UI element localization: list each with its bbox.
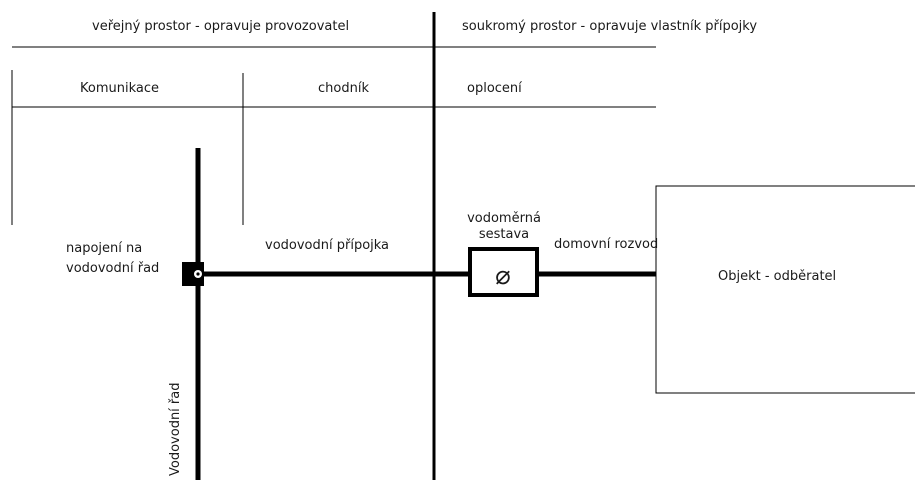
- connection-label-line1: napojení na: [66, 241, 142, 256]
- building-label: Objekt - odběratel: [718, 269, 836, 284]
- water-meter-symbol: ⌀: [495, 261, 511, 291]
- meter-label-line2: sestava: [479, 227, 529, 242]
- building-outline: [655, 185, 915, 394]
- house-distribution-label: domovní rozvod: [554, 237, 658, 252]
- service-pipe-label: vodovodní přípojka: [265, 238, 389, 253]
- connection-fitting-dot: [196, 272, 200, 276]
- road-column-label: Komunikace: [80, 81, 159, 96]
- private-zone-label: soukromý prostor - opravuje vlastník pří…: [462, 19, 757, 34]
- sidewalk-column-label: chodník: [318, 81, 369, 96]
- connection-fitting: [182, 262, 204, 286]
- connection-label-line2: vodovodní řad: [66, 261, 159, 276]
- water-main-label: Vodovodní řad: [168, 383, 183, 477]
- public-zone-label: veřejný prostor - opravuje provozovatel: [92, 19, 349, 34]
- meter-label-line1: vodoměrná: [467, 211, 541, 226]
- fence-column-label: oplocení: [467, 81, 522, 96]
- water-meter-box: [468, 247, 539, 297]
